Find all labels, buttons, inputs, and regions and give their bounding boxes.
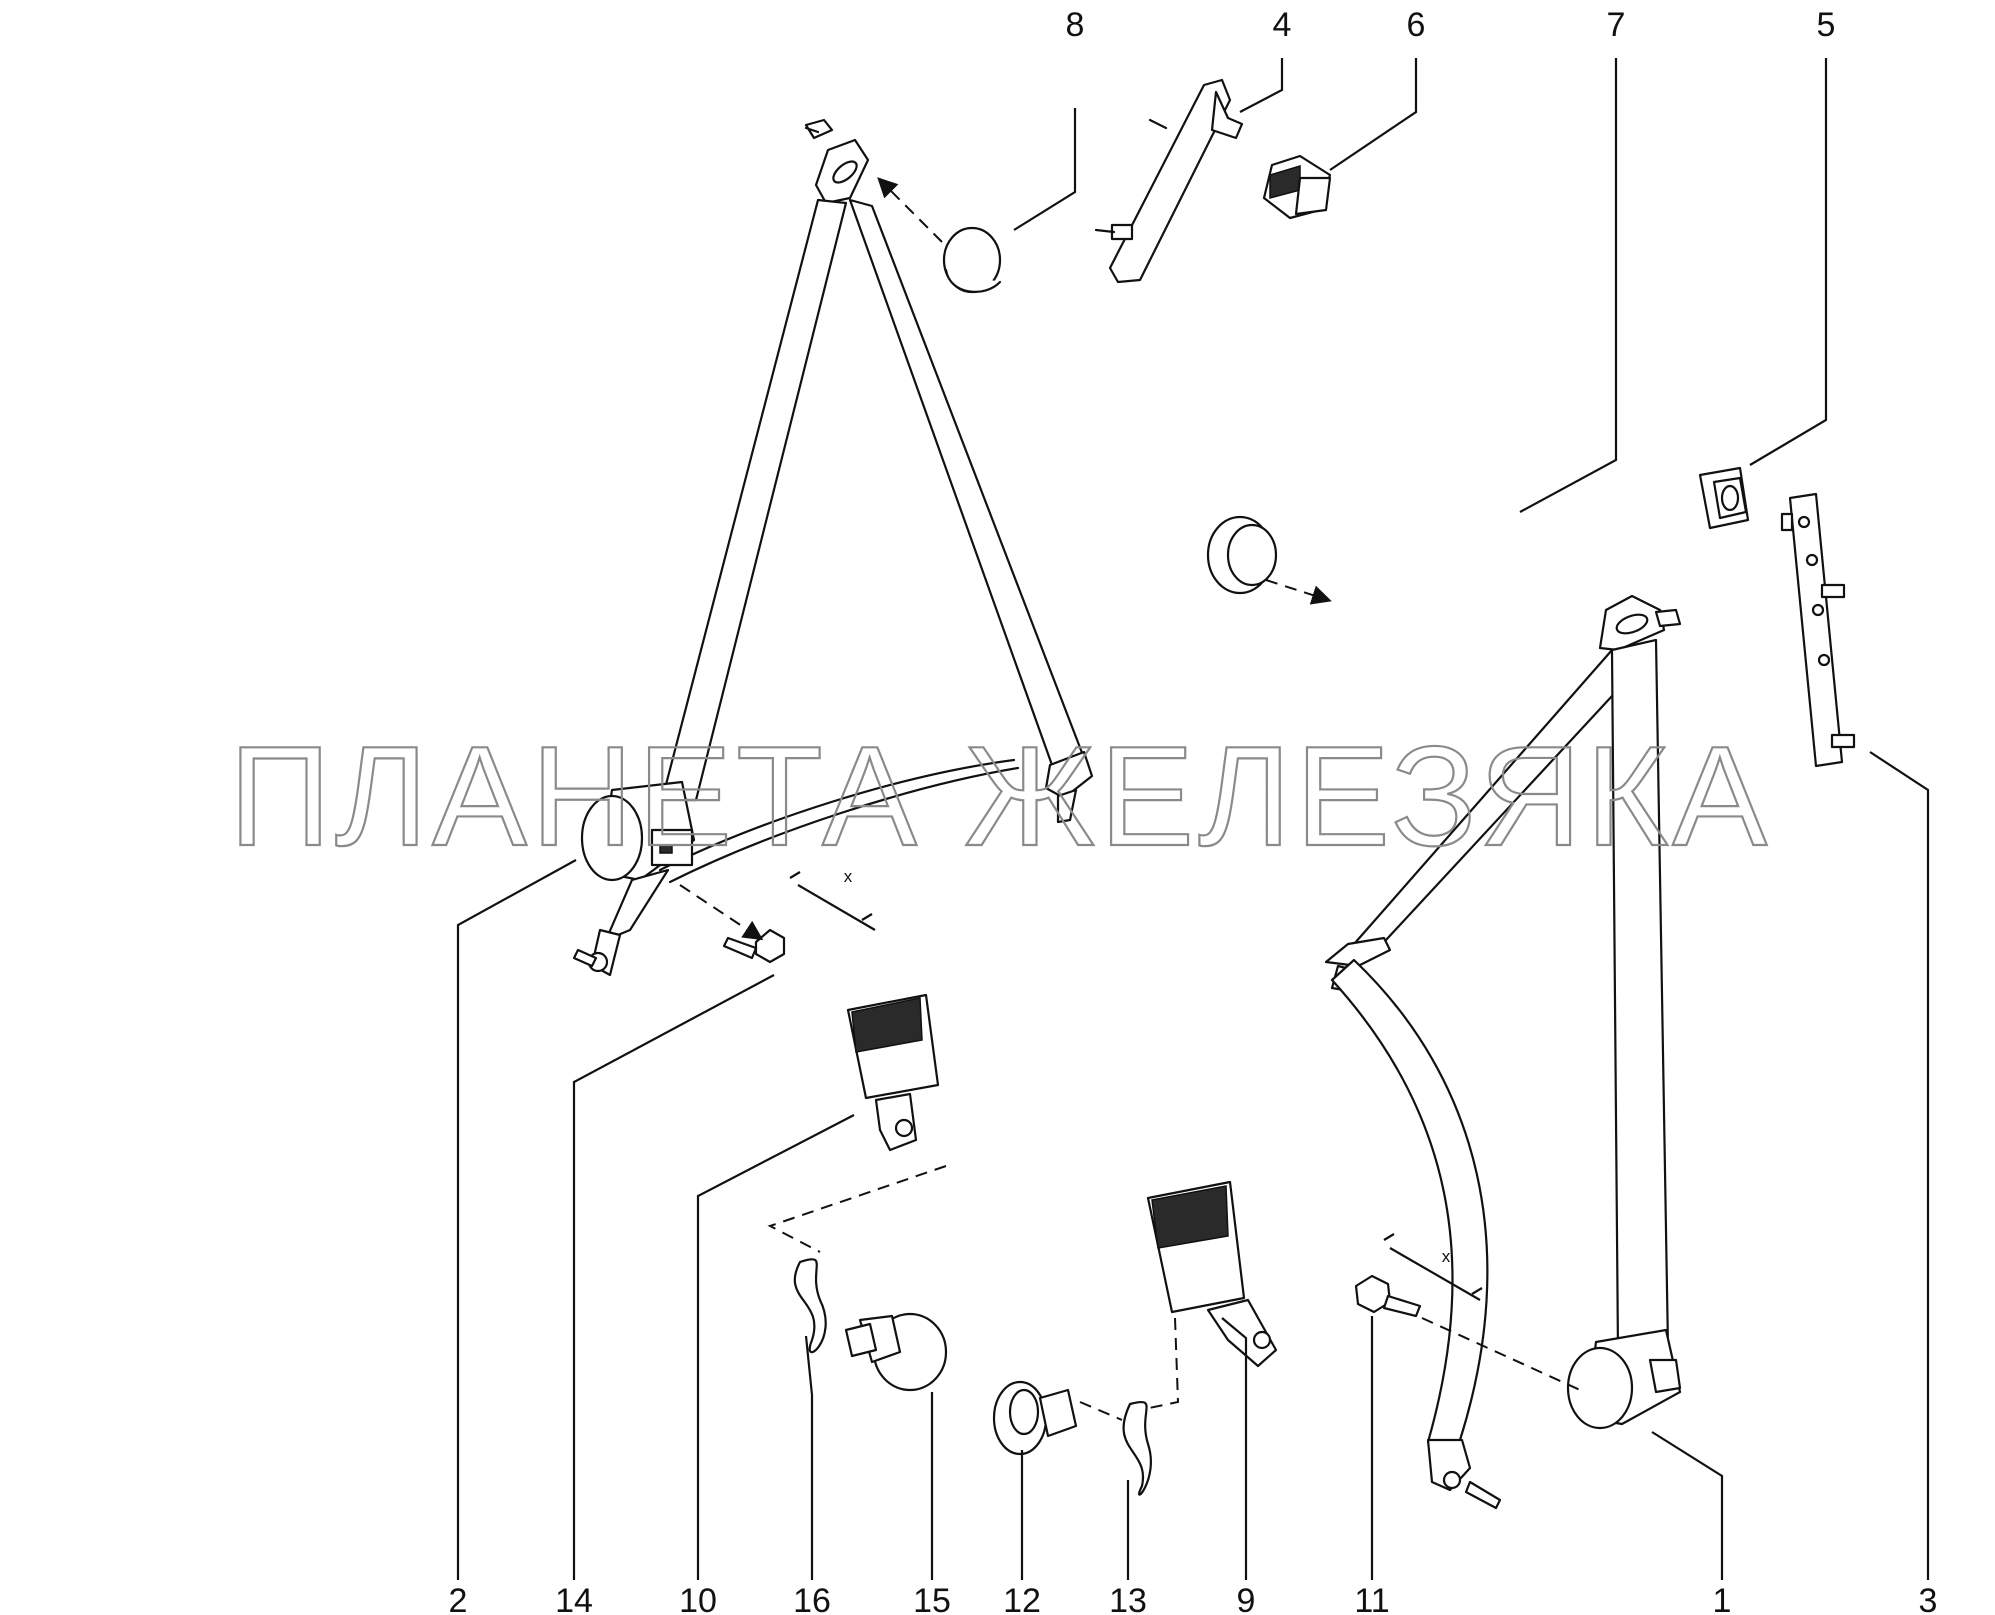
left-upper-anchor <box>804 118 870 205</box>
bolt-14: x <box>679 867 876 964</box>
right-retractor <box>1566 1328 1682 1430</box>
callout-11: 11 <box>1354 1582 1389 1615</box>
height-adjuster-rail-4 <box>1094 78 1244 284</box>
left-seat-belt-assembly <box>572 118 1094 977</box>
left-retractor <box>580 780 696 882</box>
callout-7: 7 <box>1607 6 1626 44</box>
bolt-11: x <box>1354 1233 1581 1391</box>
mounting-plate-3 <box>1780 492 1856 768</box>
right-belt-webbing-lap <box>1330 958 1489 1444</box>
cap-8 <box>877 177 1002 294</box>
callout-15: 15 <box>913 1582 951 1615</box>
pad-5 <box>1698 466 1750 530</box>
watermark: ПЛАНЕТА ЖЕЛЕЗЯКА <box>229 717 1771 876</box>
callout-16: 16 <box>793 1582 831 1615</box>
callout-2: 2 <box>449 1582 468 1615</box>
callout-10: 10 <box>679 1582 717 1615</box>
bolt-12 <box>992 1380 1123 1456</box>
dimension-mark-left: x <box>844 867 853 886</box>
bolt-15 <box>844 1312 948 1392</box>
callout-14: 14 <box>555 1582 593 1615</box>
callout-4: 4 <box>1273 6 1292 44</box>
callout-1: 1 <box>1713 1582 1732 1615</box>
callout-13: 13 <box>1109 1582 1147 1615</box>
dimension-mark-right: x <box>1442 1247 1451 1266</box>
callout-6: 6 <box>1407 6 1426 44</box>
plug-6 <box>1262 154 1332 220</box>
callout-3: 3 <box>1919 1582 1938 1615</box>
callout-numbers: 8 4 6 7 5 2 14 10 16 15 12 13 9 11 1 3 <box>449 6 1938 1615</box>
buckle-9 <box>1129 1180 1278 1413</box>
buckle-10 <box>767 993 947 1253</box>
callout-5: 5 <box>1817 6 1836 44</box>
callout-8: 8 <box>1066 6 1085 44</box>
callout-9: 9 <box>1237 1582 1256 1615</box>
callout-12: 12 <box>1003 1582 1041 1615</box>
leader-lines <box>456 58 1930 1580</box>
cap-7 <box>1206 515 1332 605</box>
washer-13 <box>1122 1400 1152 1496</box>
right-seat-belt-assembly <box>1324 594 1682 1510</box>
left-belt-webbing-diagonal <box>660 198 848 802</box>
washer-16 <box>793 1258 827 1354</box>
